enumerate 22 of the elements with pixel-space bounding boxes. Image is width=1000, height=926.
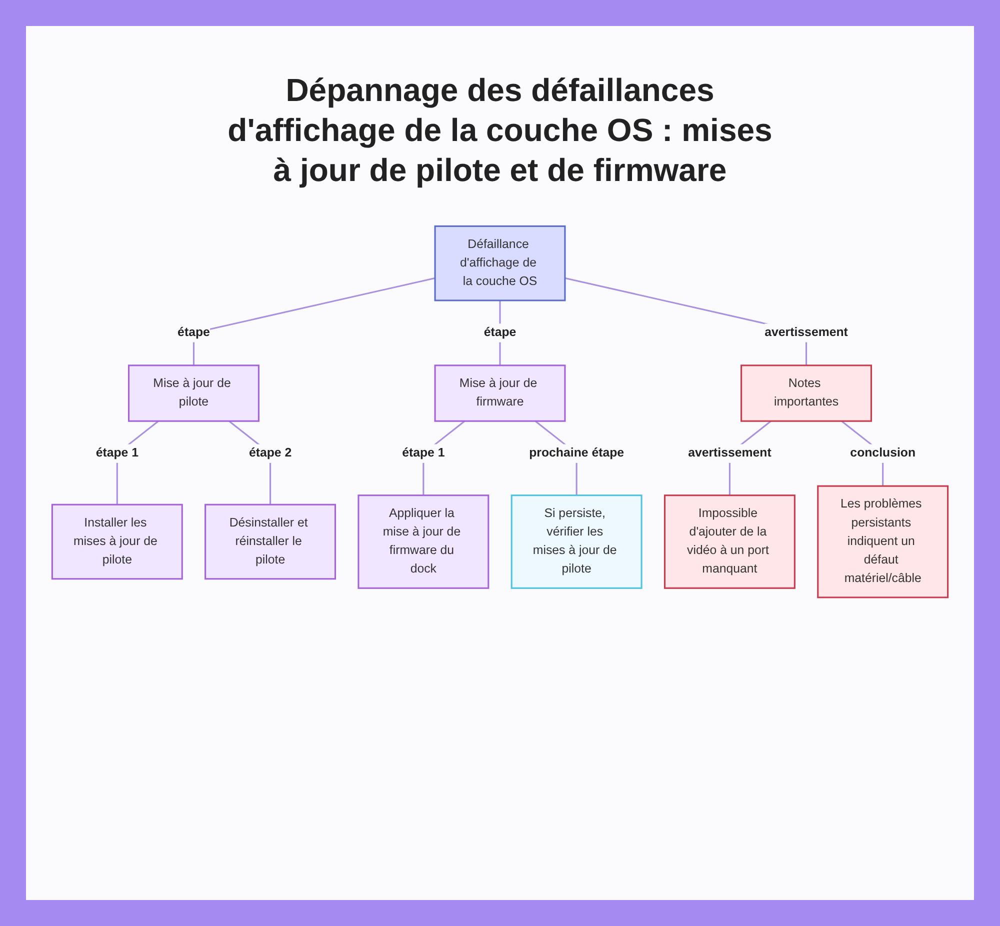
- node-box: [358, 494, 490, 589]
- node-box: [434, 225, 566, 302]
- node-box: [51, 504, 183, 580]
- edge-label: étape 1: [402, 446, 445, 460]
- edge-label: avertissement: [764, 326, 848, 340]
- edge-label: étape 1: [96, 446, 138, 460]
- node-box: [740, 364, 872, 422]
- edge-label: prochaine étape: [529, 446, 624, 460]
- node-box: [664, 494, 796, 589]
- edge-label: étape: [484, 326, 516, 340]
- node-box: [128, 364, 260, 422]
- connector: [192, 277, 436, 366]
- node-box: [204, 504, 336, 580]
- edge-label: avertissement: [688, 446, 772, 460]
- diagram-title: Dépannage des défaillances d'affichage de la couche OS : mises à jour de pilote et de firmware: [226, 71, 774, 190]
- node-box: [817, 485, 949, 598]
- edge-label: étape 2: [248, 446, 292, 460]
- edge-label: conclusion: [850, 446, 916, 460]
- node-box: [510, 494, 642, 589]
- edge-label: étape: [178, 326, 210, 340]
- diagram-panel: Dépannage des défaillances d'affichage de la couche OS : mises à jour de pilote et de firmware étape étape avertissement étape 1 étape 2 étape 1 prochaine étape avertissement conclusion Défaillance d'affichage de la couche OS Mise à jour de pilote Mise à jour de firmware Notes importantes Installer les mises à jour de pilote Désinstaller et réinstaller le pilote Appliquer la mise à jour de firmware du dock Si persiste, vérifier les mises à jour de pilote Impossible d'ajouter de la vidéo à un port manquant Les problèmes persistants indiquent un défaut matériel/câble: [26, 26, 974, 900]
- node-box: [434, 364, 566, 422]
